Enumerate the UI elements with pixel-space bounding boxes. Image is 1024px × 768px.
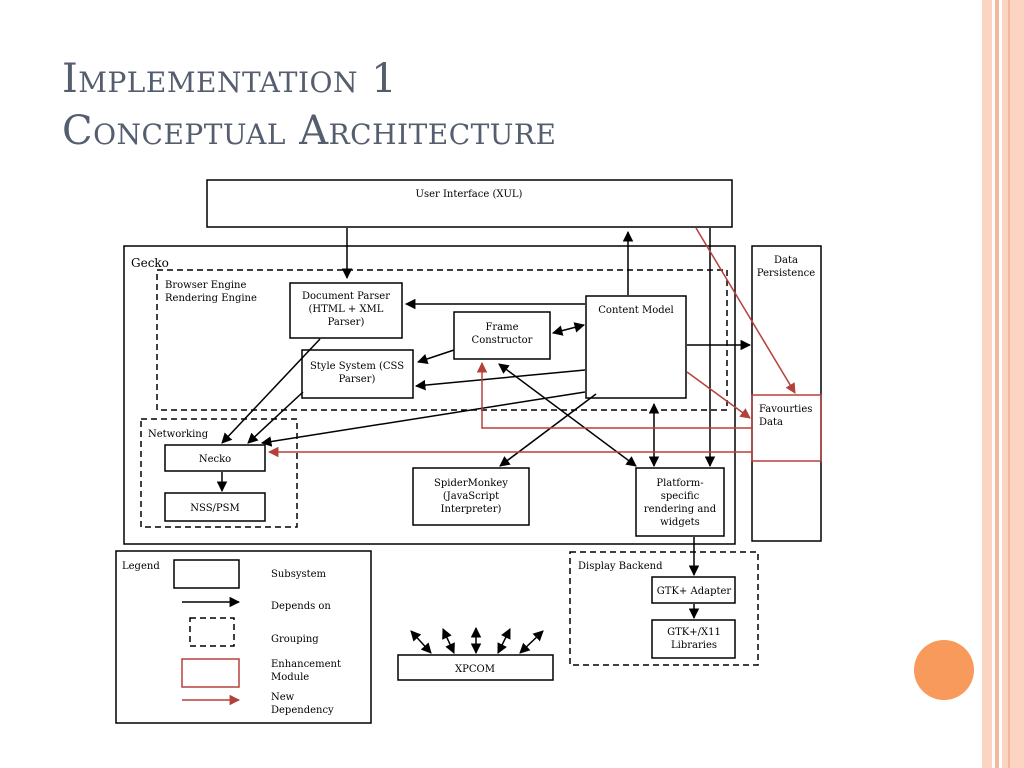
ui-label: User Interface (XUL) — [416, 189, 523, 200]
decorative-stripe — [995, 0, 999, 768]
new-dep-content-to-favourites — [686, 371, 751, 419]
gecko-label: Gecko — [131, 256, 169, 270]
legend-box — [115, 550, 372, 724]
arrow-frame-platform — [498, 363, 637, 467]
nss-box — [164, 492, 266, 522]
spidermonkey-label: SpiderMonkey — [434, 478, 508, 489]
legend-depends-label: Depends on — [271, 601, 331, 612]
networking-group — [140, 418, 298, 528]
data-persistence-label: Data — [774, 255, 798, 266]
frame-constructor-label: Frame — [485, 322, 518, 333]
rendering-engine-label: Rendering Engine — [165, 293, 257, 304]
frame-constructor-label: Constructor — [472, 335, 533, 346]
decorative-circle — [914, 640, 974, 700]
platform-label: Platform- — [656, 478, 703, 489]
content-model-label: Content Model — [598, 305, 673, 316]
decorative-stripe — [1002, 0, 1024, 768]
display-backend-group — [569, 551, 759, 666]
xpcom-arrow — [519, 630, 544, 654]
ui-box — [206, 179, 733, 228]
legend-subsystem-label: Subsystem — [271, 569, 327, 580]
nss-label: NSS/PSM — [190, 503, 239, 514]
frame-constructor-box — [453, 311, 551, 360]
document-parser-box — [289, 282, 403, 339]
browser-engine-group — [156, 269, 728, 411]
arrow-content-to-style — [414, 369, 586, 391]
spidermonkey-label: (JavaScript — [443, 491, 499, 502]
spidermonkey-box — [412, 467, 530, 526]
platform-label: widgets — [660, 517, 700, 528]
arrow-content-frame — [551, 322, 586, 336]
legend-grouping-sample — [189, 617, 235, 647]
style-system-label: Style System (CSS — [310, 361, 404, 372]
browser-engine-label: Browser Engine — [165, 280, 246, 291]
style-system-box — [301, 349, 414, 399]
legend-enhancement-sample — [181, 658, 240, 688]
document-parser-label: (HTML + XML — [309, 304, 384, 315]
xpcom-arrow — [442, 628, 455, 654]
decorative-stripe — [982, 0, 992, 768]
arrow-frame-to-style — [417, 349, 455, 364]
arrow-parser-to-necko — [221, 338, 321, 444]
xpcom-label: XPCOM — [455, 664, 495, 675]
style-system-label: Parser) — [339, 374, 376, 385]
slide-title-line-1: Implementation 1 — [62, 56, 398, 102]
gtk-libraries-label: Libraries — [671, 640, 717, 651]
platform-label: specific — [661, 491, 700, 502]
necko-label: Necko — [199, 454, 231, 465]
favourites-label: Data — [759, 417, 783, 428]
platform-box — [635, 467, 725, 537]
xpcom-arrow — [410, 630, 432, 654]
gtk-libraries-label: GTK+/X11 — [667, 627, 721, 638]
xpcom-arrow — [497, 628, 511, 654]
arrow-content-to-spidermonkey — [499, 393, 597, 467]
new-dep-favourites-to-frame — [476, 361, 752, 429]
gecko-box — [123, 245, 736, 545]
decorative-stripe — [1008, 0, 1010, 768]
legend-subsystem-sample — [173, 559, 240, 589]
display-backend-label: Display Backend — [578, 561, 663, 572]
data-persistence-label: Persistence — [757, 268, 815, 279]
document-parser-label: Document Parser — [302, 291, 390, 302]
necko-box — [164, 444, 266, 472]
xpcom-box — [397, 654, 554, 681]
spidermonkey-label: Interpreter) — [441, 504, 502, 515]
legend-new-dependency-label: Dependency — [271, 705, 334, 716]
document-parser-label: Parser) — [328, 317, 365, 328]
networking-label: Networking — [148, 429, 209, 440]
slide-title-line-2: Conceptual Architecture — [62, 108, 557, 154]
arrow-style-to-necko — [247, 391, 304, 444]
gtk-adapter-label: GTK+ Adapter — [657, 586, 732, 597]
legend-enhancement-label: Module — [271, 672, 309, 683]
legend-grouping-label: Grouping — [271, 634, 319, 645]
gtk-libraries-box — [651, 619, 736, 659]
data-persistence-box — [751, 245, 822, 542]
new-dep-ui-to-favourites — [695, 227, 796, 394]
gtk-adapter-box — [651, 576, 736, 604]
legend-enhancement-label: Enhancement — [271, 659, 341, 670]
arrow-content-to-necko — [260, 391, 586, 447]
legend-new-dependency-label: New — [271, 692, 295, 703]
favourites-label: Favourties — [759, 404, 812, 415]
platform-label: rendering and — [644, 504, 717, 515]
legend-title: Legend — [122, 561, 160, 572]
